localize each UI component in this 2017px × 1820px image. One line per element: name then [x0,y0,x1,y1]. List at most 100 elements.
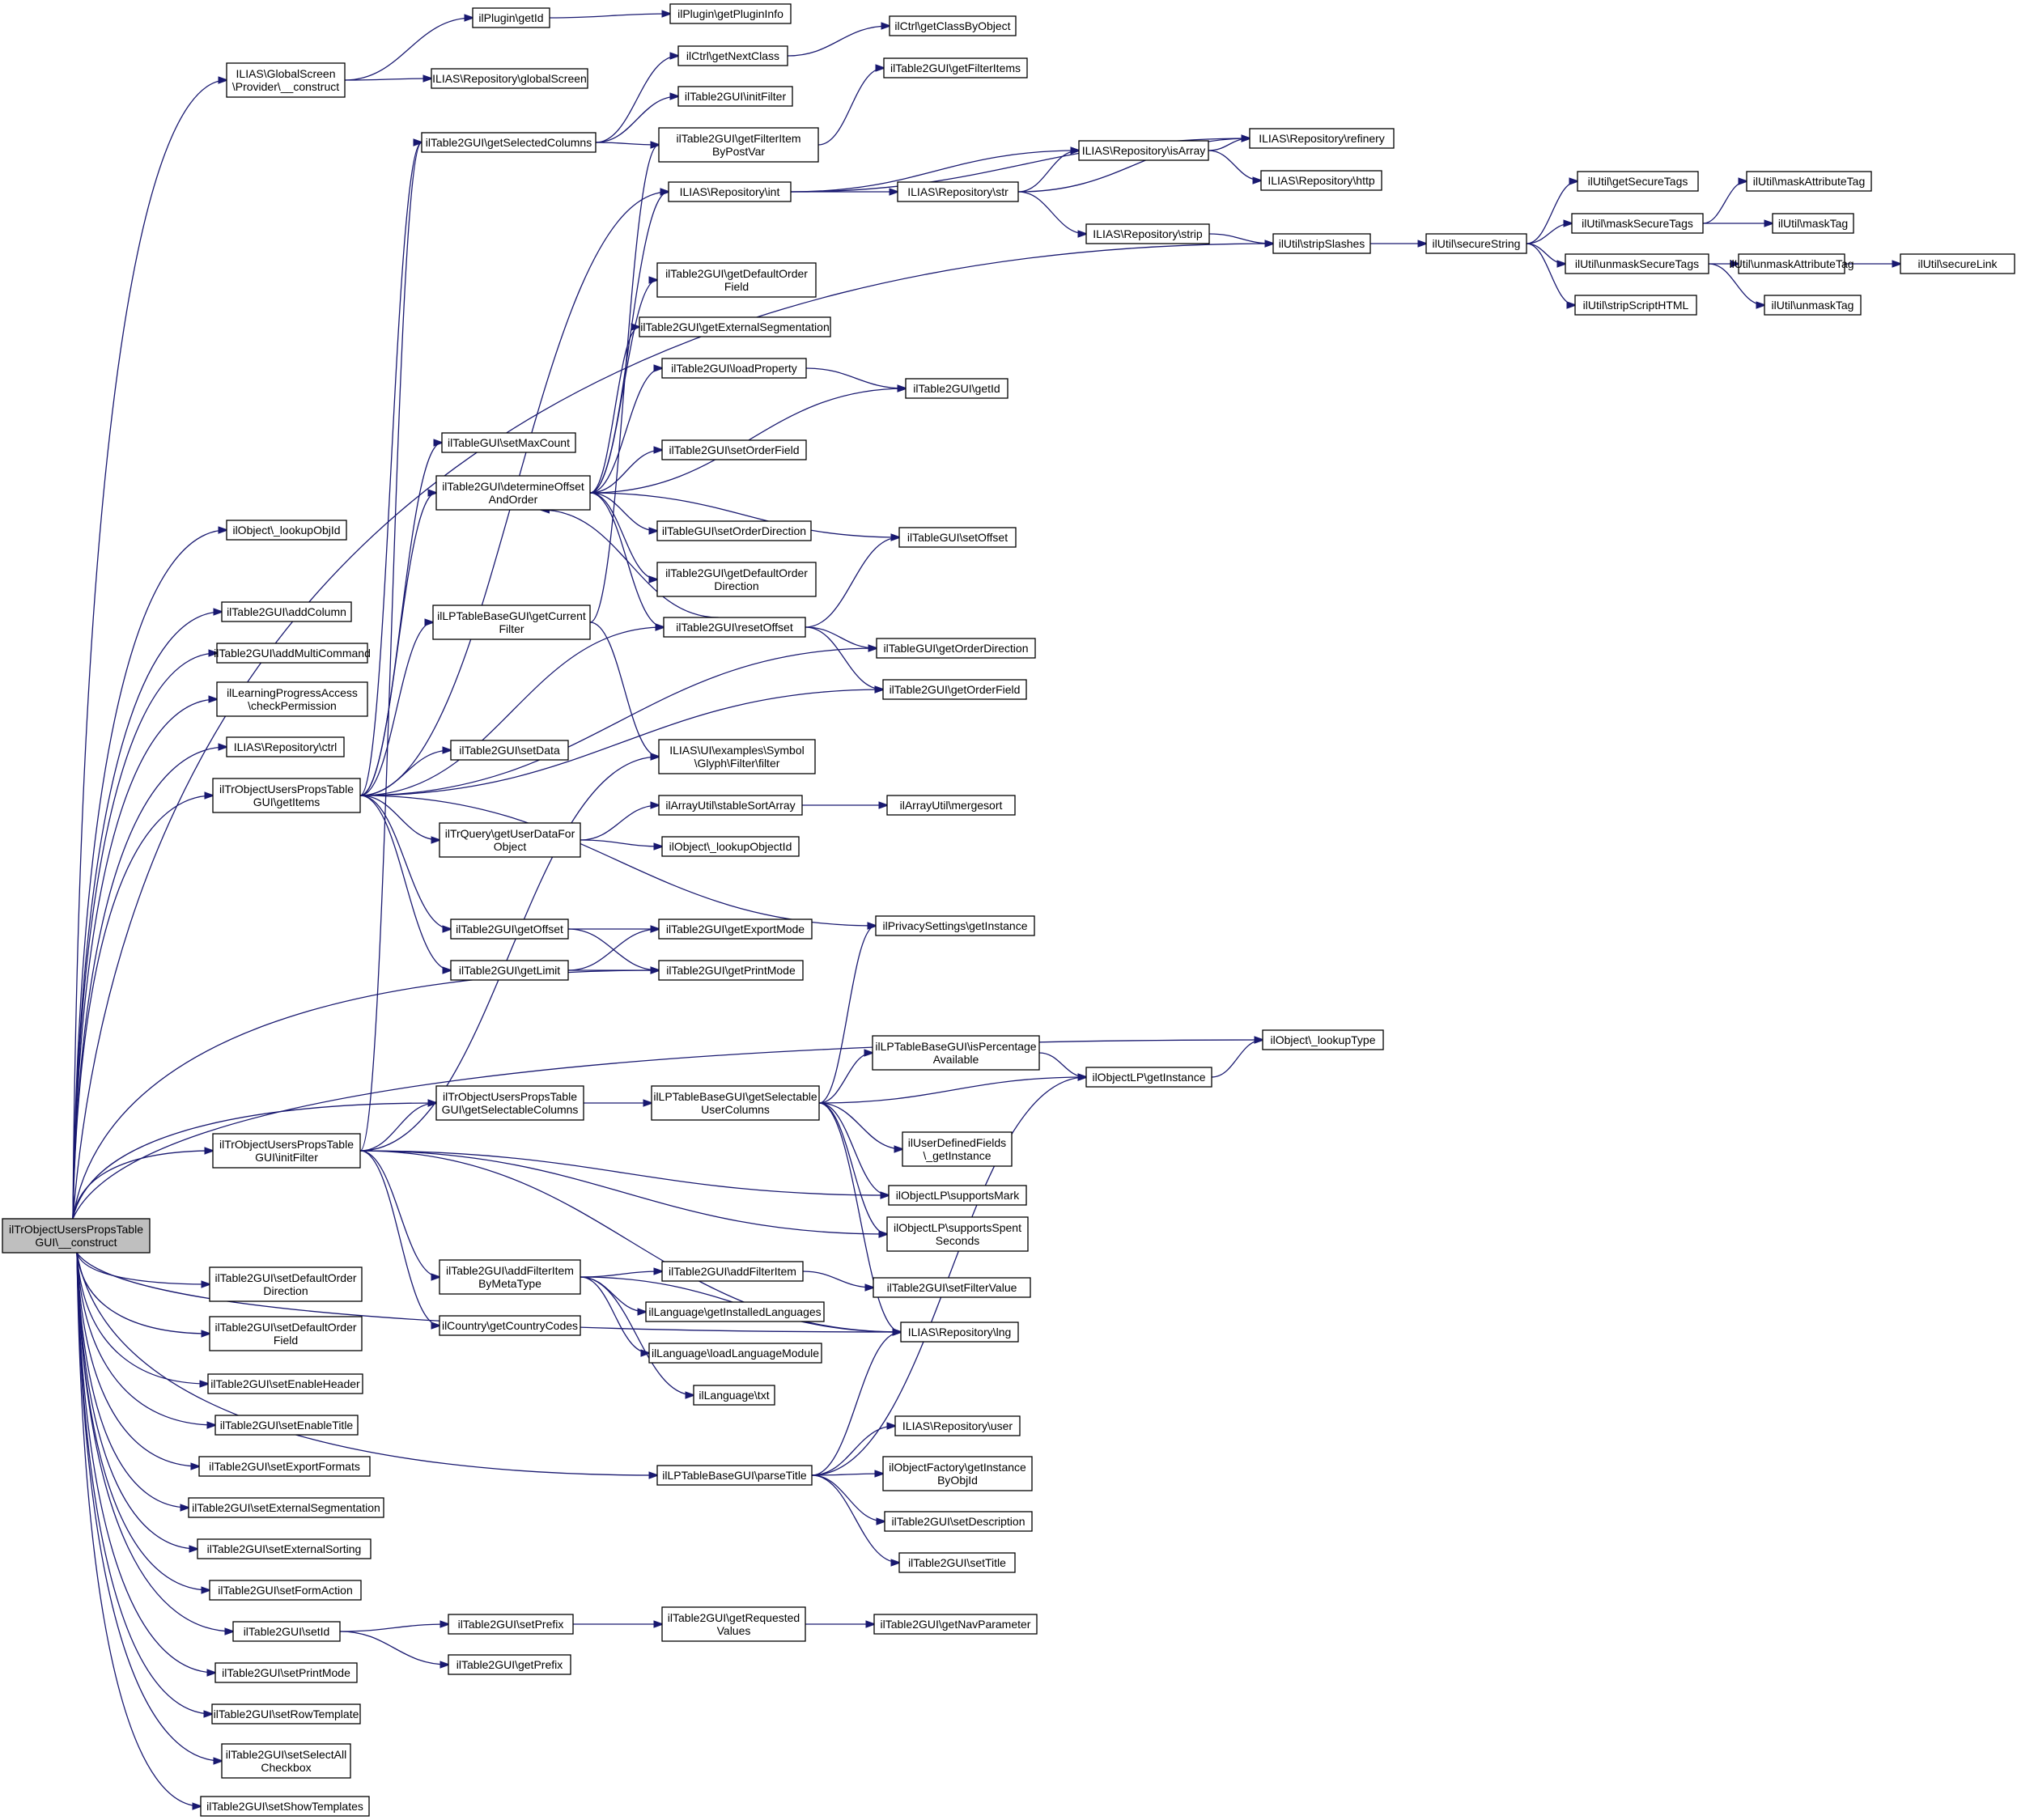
node-repo_refinery[interactable]: ILIAS\Repository\refinery [1249,128,1395,149]
node-t2_setrowtemplate[interactable]: ilTable2GUI\setRowTemplate [211,1703,361,1725]
node-util_maskattributetag[interactable]: ilUtil\maskAttributeTag [1746,171,1872,192]
node-object_lookuptype[interactable]: ilObject\_lookupType [1262,1029,1384,1050]
node-ctrl_getclassbyobject[interactable]: ilCtrl\getClassByObject [889,15,1017,36]
node-t2_setprintmode[interactable]: ilTable2GUI\setPrintMode [214,1662,358,1683]
node-t2_getid[interactable]: ilTable2GUI\getId [905,378,1008,399]
node-t2_getoffset[interactable]: ilTable2GUI\getOffset [450,918,569,940]
node-t2_setexportformats[interactable]: ilTable2GUI\setExportFormats [198,1456,371,1477]
node-language_txt[interactable]: ilLanguage\txt [693,1385,775,1406]
node-t2_setexternalsegmentation[interactable]: ilTable2GUI\setExternalSegmentation [188,1497,384,1518]
node-tg_setorderdirection[interactable]: ilTableGUI\setOrderDirection [656,520,812,541]
node-repo_int[interactable]: ILIAS\Repository\int [668,181,792,202]
node-label: ilTable2GUI\setData [459,744,560,757]
node-t2_setid[interactable]: ilTable2GUI\setId [232,1621,341,1642]
node-plugin_getid[interactable]: ilPlugin\getId [472,7,550,28]
node-t2_getorderfield[interactable]: ilTable2GUI\getOrderField [882,679,1027,700]
node-privacy_getinstance[interactable]: ilPrivacySettings\getInstance [875,915,1035,936]
node-arrayutil_stablesortarray[interactable]: ilArrayUtil\stableSortArray [658,795,803,816]
node-t2_addfilteritem[interactable]: ilTable2GUI\addFilterItem [661,1261,804,1282]
node-t2_setprefix[interactable]: ilTable2GUI\setPrefix [448,1614,574,1635]
node-t2_settitle[interactable]: ilTable2GUI\setTitle [898,1552,1016,1573]
node-util_stripscripthtml[interactable]: ilUtil\stripScriptHTML [1574,295,1697,316]
node-object_lookupobjid[interactable]: ilObject\_lookupObjId [226,520,347,541]
node-t2_getprintmode[interactable]: ilTable2GUI\getPrintMode [658,960,804,981]
node-object_lookupobjectid[interactable]: ilObject\_lookupObjectId [661,836,800,857]
node-t2_resetoffset[interactable]: ilTable2GUI\resetOffset [663,617,806,638]
node-repo_user[interactable]: ILIAS\Repository\user [894,1415,1021,1436]
node-repo_lng[interactable]: ILIAS\Repository\lng [900,1322,1019,1343]
node-repo_strip[interactable]: ILIAS\Repository\strip [1085,223,1210,244]
node-t2_addmulticommand[interactable]: ilTable2GUI\addMultiCommand [214,643,371,664]
node-objectlp_getinstance[interactable]: ilObjectLP\getInstance [1085,1067,1212,1088]
node-t2_setexternalsorting[interactable]: ilTable2GUI\setExternalSorting [197,1538,372,1559]
node-util_securelink[interactable]: ilUtil\secureLink [1900,253,2015,274]
node-repo_globalscreen[interactable]: ILIAS\Repository\globalScreen [431,68,588,89]
node-plugin_getinfo[interactable]: ilPlugin\getPluginInfo [669,3,792,24]
node-util_masktag[interactable]: ilUtil\maskTag [1772,213,1854,234]
node-t2_getprefix[interactable]: ilTable2GUI\getPrefix [448,1654,571,1675]
node-t2_setformaction[interactable]: ilTable2GUI\setFormAction [209,1580,362,1601]
node-label: ilTableGUI\setOrderDirection [662,524,806,537]
node-tg_getorderdirection[interactable]: ilTableGUI\getOrderDirection [876,638,1036,659]
node-t2_getexternalsegmentation[interactable]: ilTable2GUI\getExternalSegmentation [639,316,831,337]
node-language_getinstalledlanguages[interactable]: ilLanguage\getInstalledLanguages [645,1301,825,1322]
node-ctrl_getnextclass[interactable]: ilCtrl\getNextClass [677,45,788,66]
node-tg_setmaxcount[interactable]: ilTableGUI\setMaxCount [441,432,576,453]
node-t2_addcolumn[interactable]: ilTable2GUI\addColumn [221,601,352,622]
node-gs_construct[interactable]: ILIAS\GlobalScreen\Provider\__construct [226,62,346,98]
node-util_stripslashes[interactable]: ilUtil\stripSlashes [1272,233,1371,254]
node-repo_str[interactable]: ILIAS\Repository\str [897,181,1019,202]
node-util_unmasksecuretags[interactable]: ilUtil\unmaskSecureTags [1565,253,1709,274]
node-t2_getnavparameter[interactable]: ilTable2GUI\getNavParameter [873,1614,1038,1635]
node-util_unmaskattributetag[interactable]: ilUtil\unmaskAttributeTag [1729,253,1854,274]
node-trobj_getselectablecolumns[interactable]: ilTrObjectUsersPropsTableGUI\getSelectab… [435,1085,584,1121]
node-t2_initfilter[interactable]: ilTable2GUI\initFilter [677,86,793,107]
node-t2_setshowtemplates[interactable]: ilTable2GUI\setShowTemplates [200,1796,370,1817]
node-repo_isarray[interactable]: ILIAS\Repository\isArray [1078,140,1209,161]
node-util_unmasktag[interactable]: ilUtil\unmaskTag [1764,295,1862,316]
node-t2_getexportmode[interactable]: ilTable2GUI\getExportMode [658,918,813,940]
node-repo_http[interactable]: ILIAS\Repository\http [1260,170,1382,191]
node-t2_getfilteritems[interactable]: ilTable2GUI\getFilterItems [883,57,1028,78]
node-lpaccess_checkpermission[interactable]: ilLearningProgressAccess\checkPermission [216,681,368,717]
node-util_masksecuretags[interactable]: ilUtil\maskSecureTags [1571,213,1704,234]
node-lpt_parsetitle[interactable]: ilLPTableBaseGUI\parseTitle [656,1465,813,1486]
node-t2_setfiltervalue[interactable]: ilTable2GUI\setFilterValue [873,1277,1031,1298]
node-t2_setorderfield[interactable]: ilTable2GUI\setOrderField [661,439,807,460]
node-t2_getselectedcolumns[interactable]: ilTable2GUI\getSelectedColumns [421,132,597,153]
node-t2_setdescription[interactable]: ilTable2GUI\setDescription [884,1511,1033,1532]
node-t2_setenabletitle[interactable]: ilTable2GUI\setEnableTitle [214,1415,359,1436]
node-t2_setenableheader[interactable]: ilTable2GUI\setEnableHeader [207,1373,363,1394]
node-t2_getlimit[interactable]: ilTable2GUI\getLimit [450,960,569,981]
node-util_securestring[interactable]: ilUtil\secureString [1425,233,1527,254]
node-objectlp_supportsmark[interactable]: ilObjectLP\supportsMark [888,1185,1027,1206]
node-language_loadlanguagemodule[interactable]: ilLanguage\loadLanguageModule [648,1343,822,1364]
node-util_getsecuretags[interactable]: ilUtil\getSecureTags [1577,171,1699,192]
node-arrayutil_mergesort[interactable]: ilArrayUtil\mergesort [886,795,1016,816]
node-t2_setdata[interactable]: ilTable2GUI\setData [450,740,569,761]
node-t2_loadproperty[interactable]: ilTable2GUI\loadProperty [661,358,807,379]
node-country_getcountrycodes[interactable]: ilCountry\getCountryCodes [439,1315,581,1336]
node-ui_filter[interactable]: ILIAS\UI\examples\Symbol\Glyph\Filter\fi… [658,739,816,774]
node-lpt_getselectableusercolumns[interactable]: ilLPTableBaseGUI\getSelectableUserColumn… [651,1085,820,1121]
node-repo_ctrl[interactable]: ILIAS\Repository\ctrl [226,736,345,757]
node-udf_getinstance[interactable]: ilUserDefinedFields\_getInstance [902,1131,1013,1167]
node-tg_setoffset[interactable]: ilTableGUI\setOffset [898,527,1017,548]
